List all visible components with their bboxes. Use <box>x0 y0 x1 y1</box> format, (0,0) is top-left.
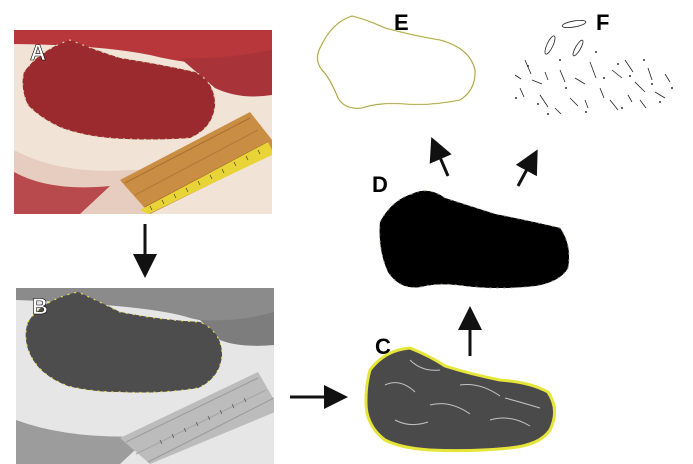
panel-d: D <box>372 172 569 288</box>
arrow-d-to-e <box>436 148 448 176</box>
binary-outline-dots <box>380 191 569 288</box>
marbling-edge-strokes <box>515 19 670 114</box>
panel-label-f: F <box>596 10 609 35</box>
arrow-d-to-f <box>518 160 532 186</box>
panel-f: F <box>515 10 673 115</box>
cropped-steak <box>366 348 555 451</box>
panel-label-b: B <box>32 294 48 319</box>
panel-e: E <box>317 10 475 108</box>
panel-a: A <box>14 30 280 214</box>
panel-c: C <box>366 334 555 451</box>
panel-b: B <box>16 288 280 464</box>
panel-label-c: C <box>375 334 391 359</box>
panel-label-e: E <box>394 10 409 35</box>
panel-label-a: A <box>30 40 46 65</box>
panel-label-d: D <box>372 172 388 197</box>
